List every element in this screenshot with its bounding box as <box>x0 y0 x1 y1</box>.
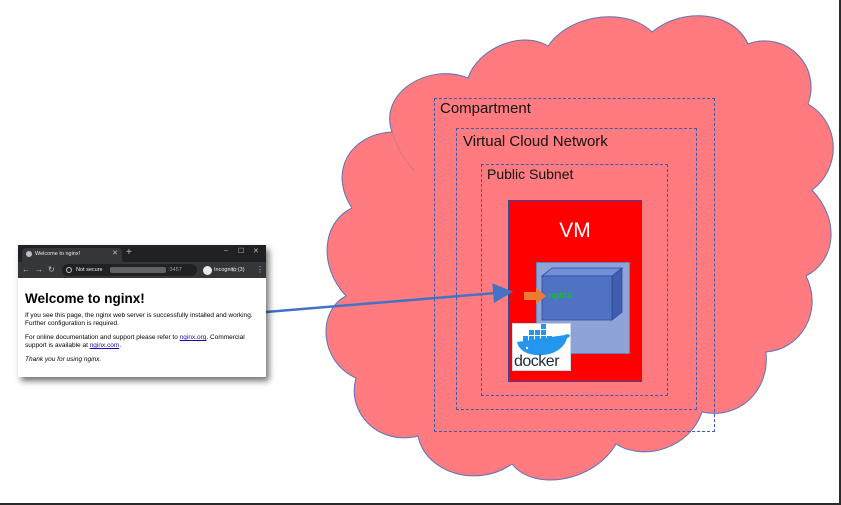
browser-tab[interactable]: Welcome to nginx! ✕ <box>22 248 122 262</box>
nginx-com-link[interactable]: nginx.com <box>89 342 120 349</box>
incognito-label: Incognito (3) <box>214 267 245 273</box>
subnet-box <box>481 164 668 396</box>
blurred-address <box>110 267 166 273</box>
vcn-label: Virtual Cloud Network <box>463 133 608 150</box>
not-secure-label: Not secure <box>76 267 103 273</box>
browser-window: Welcome to nginx! ✕ + – ☐ ✕ ← → ↻ Not se… <box>18 245 266 377</box>
tab-close-icon[interactable]: ✕ <box>112 250 118 257</box>
vcn-box <box>456 128 697 410</box>
docker-logo: docker <box>512 323 571 371</box>
nginx-text: nginx <box>548 290 572 300</box>
menu-icon[interactable]: ⋮ <box>256 265 264 274</box>
forward-icon[interactable]: → <box>35 265 43 274</box>
compartment-box <box>434 98 715 432</box>
p2-suffix: . <box>119 342 122 349</box>
back-icon[interactable]: ← <box>22 265 30 274</box>
info-icon <box>66 267 72 273</box>
nginx-org-link[interactable]: nginx.org <box>179 334 207 341</box>
compartment-label: Compartment <box>440 100 531 117</box>
p2-mid: . Commercial support is available at <box>25 334 245 349</box>
nginx-container-box: nginx <box>540 267 624 321</box>
paragraph-1: If you see this page, the nginx web serv… <box>25 312 253 327</box>
maximize-icon[interactable]: ☐ <box>238 248 245 255</box>
browser-page-content: Welcome to nginx! If you see this page, … <box>25 291 261 364</box>
star-icon[interactable]: ☆ <box>231 265 239 274</box>
p2-prefix: For online documentation and support ple… <box>25 334 180 341</box>
port-arrow-icon <box>524 288 546 304</box>
globe-icon <box>26 251 32 257</box>
incognito-icon[interactable] <box>203 266 212 275</box>
vm-label: VM <box>559 219 591 242</box>
address-port: :3457 <box>168 267 182 273</box>
paragraph-2: For online documentation and support ple… <box>25 334 261 350</box>
reload-icon[interactable]: ↻ <box>48 265 55 274</box>
docker-wordmark: docker <box>514 353 560 370</box>
docker-whale-icon <box>517 324 570 356</box>
browser-titlebar: Welcome to nginx! ✕ + – ☐ ✕ <box>18 245 266 262</box>
page-heading: Welcome to nginx! <box>25 291 145 306</box>
close-window-icon[interactable]: ✕ <box>253 248 259 255</box>
subnet-label: Public Subnet <box>487 166 574 182</box>
minimize-icon[interactable]: – <box>224 247 228 254</box>
paragraph-3: Thank you for using nginx. <box>25 356 102 363</box>
tab-title: Welcome to nginx! <box>35 251 81 257</box>
address-bar[interactable]: Not secure :3457 ☆ <box>62 264 238 276</box>
browser-toolbar: ← → ↻ Not secure :3457 ☆ Incognito (3) ⋮ <box>18 262 266 278</box>
new-tab-button[interactable]: + <box>126 247 132 258</box>
